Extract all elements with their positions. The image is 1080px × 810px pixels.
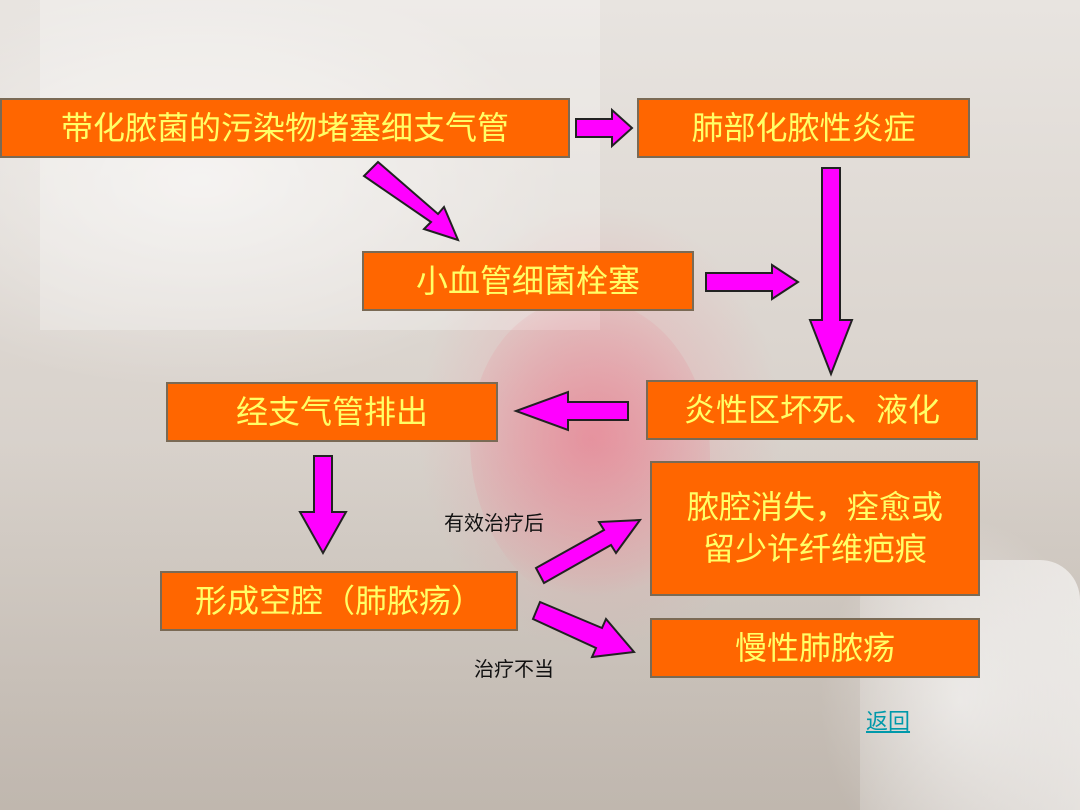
node-lung-inflammation: 肺部化脓性炎症 xyxy=(637,98,970,158)
arrow-source-to-embolism xyxy=(362,160,460,242)
arrow-discharge-to-cavity xyxy=(298,455,348,556)
arrow-cavity-to-chronic xyxy=(531,600,636,659)
edge-label-effective-treatment: 有效治疗后 xyxy=(444,511,544,535)
arrow-cavity-to-healing xyxy=(534,518,643,585)
background-cup xyxy=(860,560,1080,810)
node-bronchial-discharge: 经支气管排出 xyxy=(166,382,498,442)
node-healing-line2: 留少许纤维疤痕 xyxy=(702,529,927,568)
node-healing: 脓腔消失，痊愈或 留少许纤维疤痕 xyxy=(650,461,980,596)
node-vessel-embolism: 小血管细菌栓塞 xyxy=(362,251,694,311)
back-link[interactable]: 返回 xyxy=(866,710,911,735)
edge-label-improper-treatment: 治疗不当 xyxy=(474,657,554,681)
arrow-source-to-inflammation xyxy=(575,107,634,149)
node-cavity: 形成空腔（肺脓疡） xyxy=(160,571,518,631)
arrow-inflammation-to-necrosis xyxy=(808,167,854,377)
node-necrosis: 炎性区坏死、液化 xyxy=(646,380,978,440)
node-source: 带化脓菌的污染物堵塞细支气管 xyxy=(0,98,570,158)
arrow-embolism-to-necrosis xyxy=(705,263,800,301)
node-chronic: 慢性肺脓疡 xyxy=(650,618,980,678)
arrow-necrosis-to-discharge xyxy=(513,390,629,432)
node-healing-line1: 脓腔消失，痊愈或 xyxy=(686,487,943,526)
